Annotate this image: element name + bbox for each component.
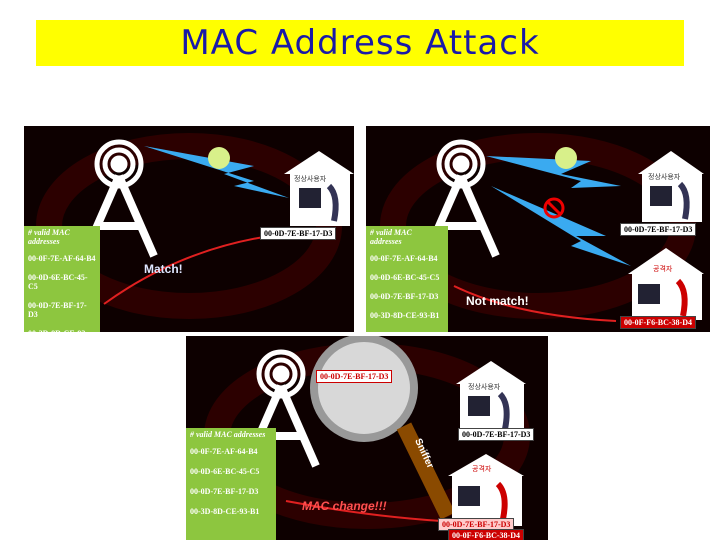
mac-row: 00-0D-7E-BF-17-D3 xyxy=(190,487,259,496)
lightning-signal-icon xyxy=(486,156,621,188)
match-arrow xyxy=(103,233,285,305)
smiley-icon xyxy=(555,147,577,169)
mac-row: 00-0D-6E-BC-45-C5 xyxy=(190,467,260,476)
mac-row: 00-0D-6E-BC-45-C5 xyxy=(370,273,440,282)
user-mac-box: 00-0D-7E-BF-17-D3 xyxy=(260,227,337,240)
lightning-signal-icon xyxy=(491,186,631,266)
panel-mac-change-illustration xyxy=(204,336,530,529)
panel-not-match: # valid MAC addresses 00-0F-7E-AF-64-B4 … xyxy=(366,126,710,332)
house-icon xyxy=(456,361,526,432)
page-title: MAC Address Attack xyxy=(180,23,540,63)
mac-row: 00-0D-7E-BF-17-D3 xyxy=(28,301,87,319)
mac-list-header: # valid MAC addresses xyxy=(370,228,412,246)
mac-change-message: MAC change!!! xyxy=(302,499,387,513)
mac-row: 00-3D-8D-CE-93-B1 xyxy=(24,329,100,332)
not-match-message: Not match! xyxy=(466,294,529,308)
attacker-old-mac-box: 00-0F-F6-BC-38-D4 xyxy=(448,529,524,540)
house-icon xyxy=(284,151,354,226)
mac-row: 00-0F-7E-AF-64-B4 xyxy=(190,447,258,456)
sniffed-mac-box: 00-0D-7E-BF-17-D3 xyxy=(316,370,393,383)
not-match-arrow xyxy=(453,285,617,322)
house-label: 정상사용자 xyxy=(648,173,681,181)
attacker-label: 공격자 xyxy=(653,265,673,273)
house-icon xyxy=(638,151,704,222)
mac-row: 00-3D-8D-CE-93-B1 xyxy=(370,311,440,320)
panel-match: # valid MAC addresses 00-0F-7E-AF-64-B4 … xyxy=(24,126,354,332)
panel-mac-change: # valid MAC addresses 00-0F-7E-AF-64-B4 … xyxy=(186,336,548,540)
mac-row: 00-0D-6E-BC-45-C5 xyxy=(28,273,88,291)
mac-row: 00-0D-7E-BF-17-D3 xyxy=(370,292,439,301)
mac-list: # valid MAC addresses 00-0F-7E-AF-64-B4 … xyxy=(366,226,448,332)
mac-change-arrow xyxy=(285,500,442,522)
house-label: 정상사용자 xyxy=(294,175,327,183)
attacker-mac-box: 00-0F-F6-BC-38-D4 xyxy=(620,316,696,329)
mac-row: 00-3D-8D-CE-93-B1 xyxy=(190,507,260,516)
antenna-tower-icon xyxy=(80,139,158,258)
mac-list: # valid MAC addresses 00-0F-7E-AF-64-B4 … xyxy=(186,428,276,540)
blocked-icon xyxy=(543,197,565,219)
mac-row: 00-0F-7E-AF-64-B4 xyxy=(370,254,438,263)
lightning-signal-icon xyxy=(144,146,289,198)
match-message: Match! xyxy=(144,262,183,276)
magnifier-icon xyxy=(310,336,456,520)
smiley-icon xyxy=(208,147,230,169)
user-mac-box: 00-0D-7E-BF-17-D3 xyxy=(458,428,535,441)
mac-list: # valid MAC addresses 00-0F-7E-AF-64-B4 … xyxy=(24,226,100,332)
mac-list-header: # valid MAC addresses xyxy=(190,430,266,439)
attacker-house-icon xyxy=(448,454,524,526)
mac-row: 00-0F-7E-AF-64-B4 xyxy=(28,254,96,263)
mac-list-header: # valid MAC addresses xyxy=(28,228,70,246)
attacker-label: 공격자 xyxy=(472,465,492,473)
house-label: 정상사용자 xyxy=(468,383,501,391)
attacker-house-icon xyxy=(628,248,704,320)
panel-match-illustration xyxy=(36,133,354,319)
title-bar: MAC Address Attack xyxy=(36,20,684,66)
user-mac-box: 00-0D-7E-BF-17-D3 xyxy=(620,223,697,236)
